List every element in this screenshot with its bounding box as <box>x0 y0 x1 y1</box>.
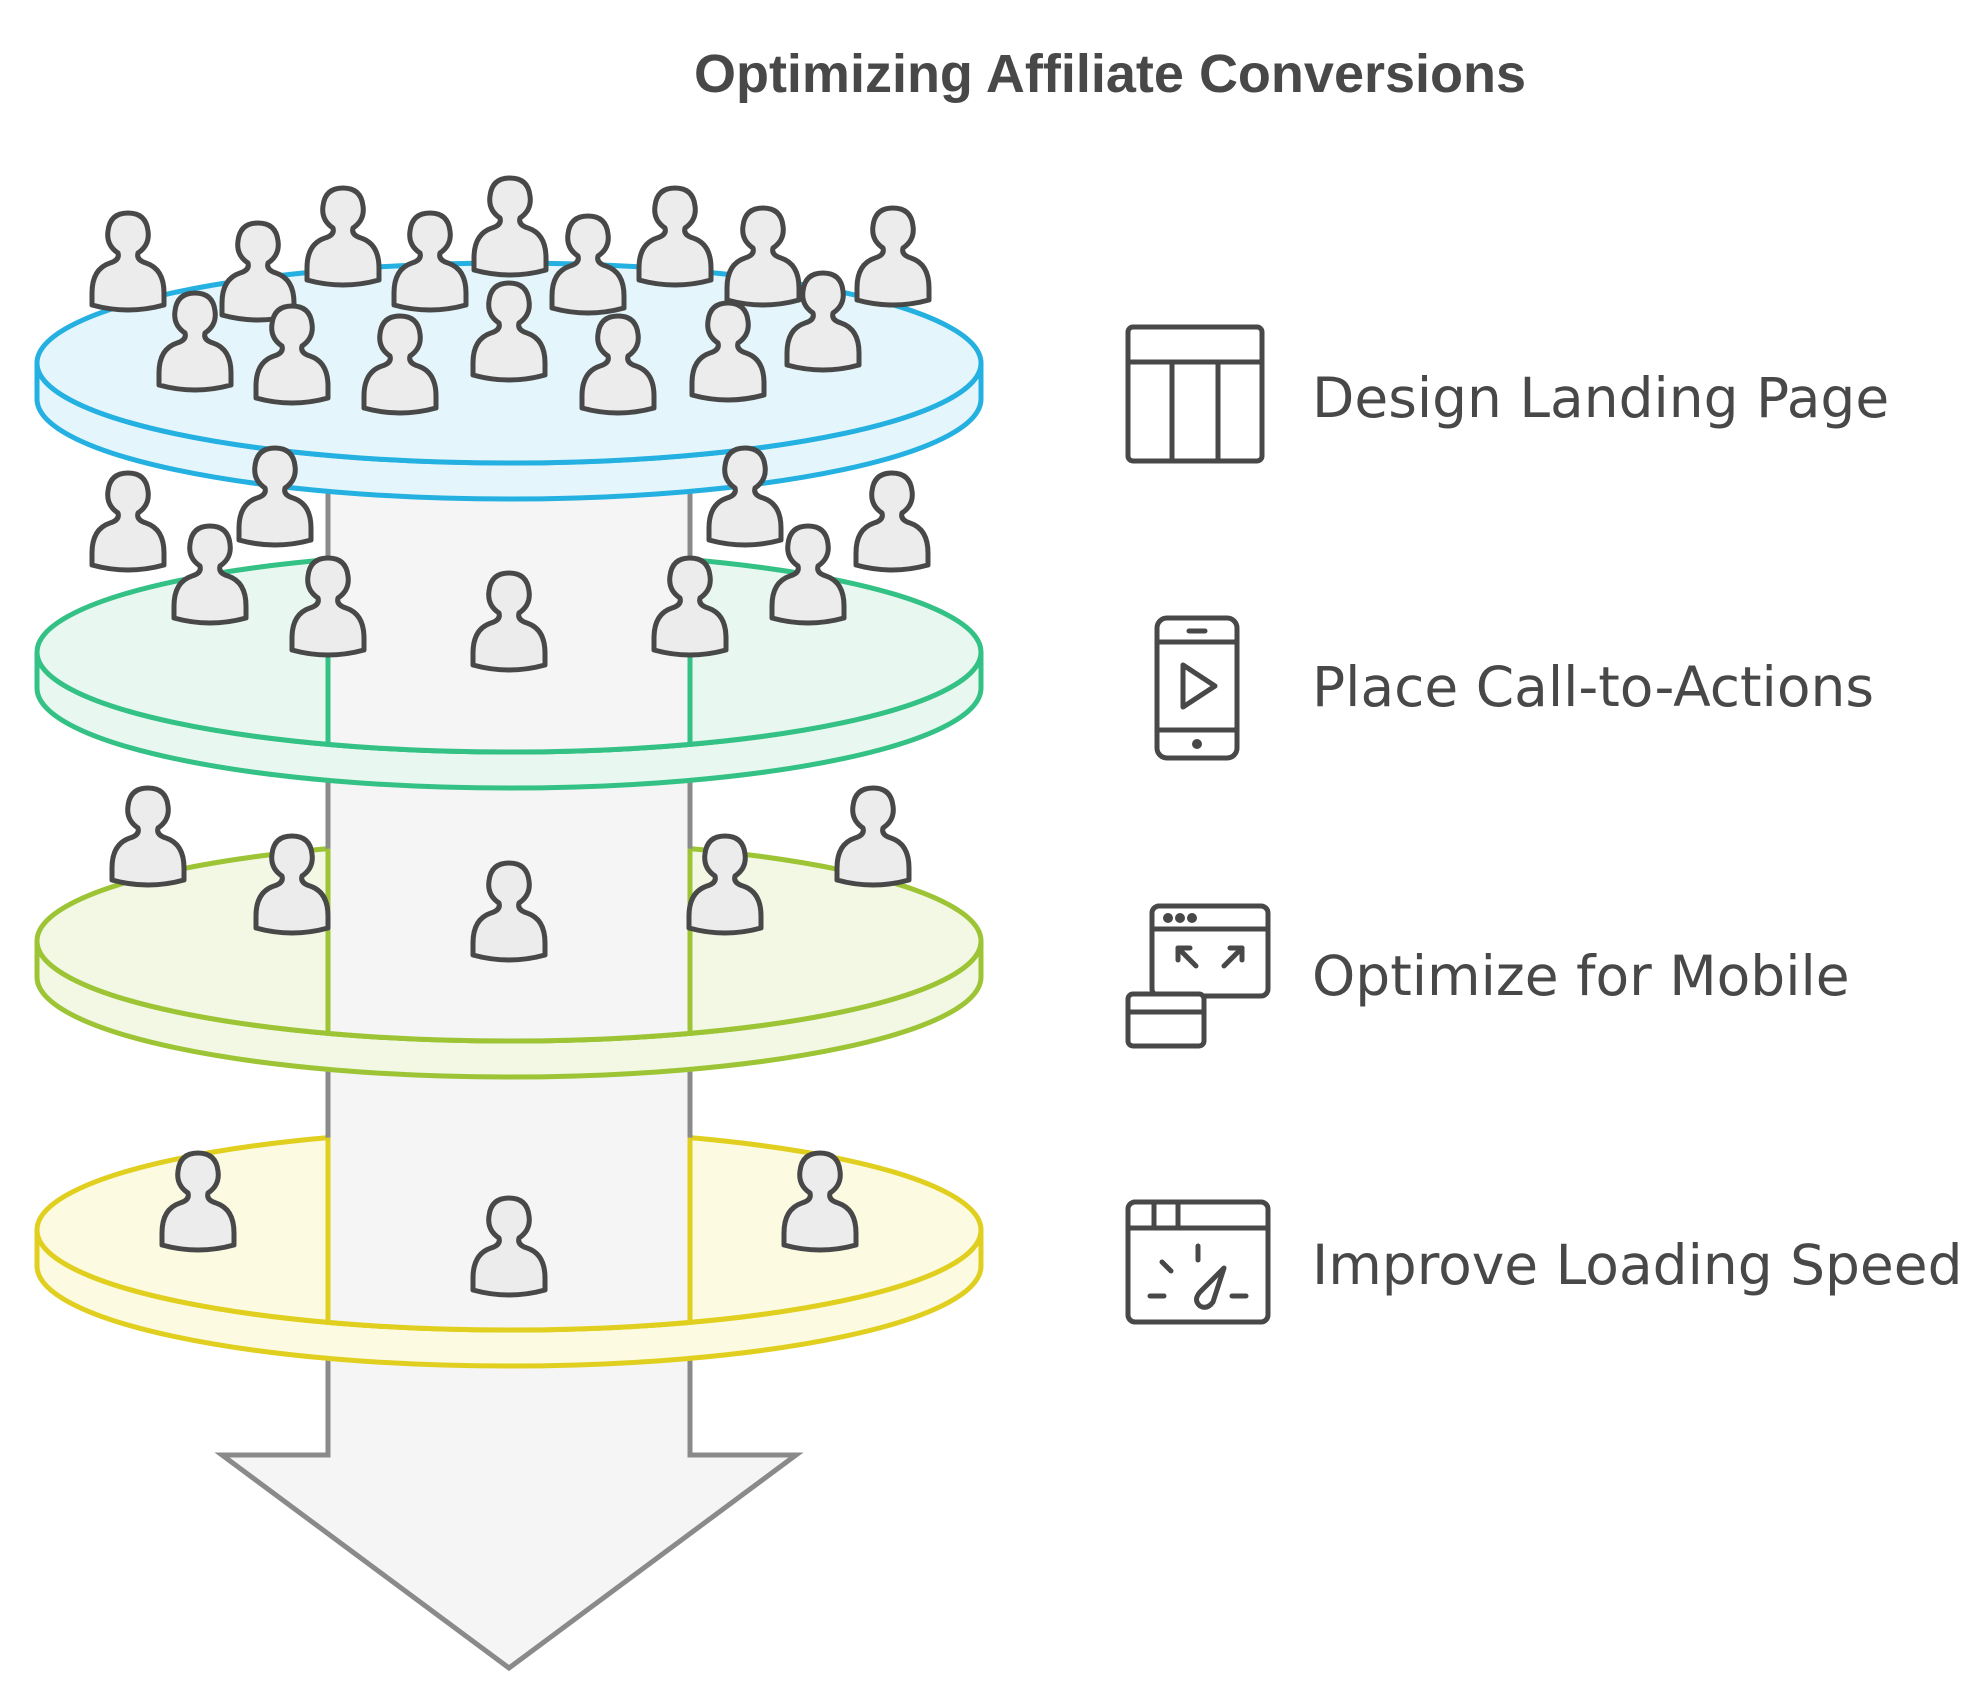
person-icon <box>471 175 549 278</box>
person-icon <box>651 555 729 658</box>
person-icon <box>171 523 249 626</box>
person-icon <box>724 205 802 308</box>
step-improve-loading-speed: Improve Loading Speed <box>1125 1199 1963 1325</box>
step-place-call-to-actions: Place Call-to-Actions <box>1154 615 1874 761</box>
person-icon <box>219 220 297 323</box>
person-icon <box>854 205 932 308</box>
person-icon <box>361 313 439 416</box>
step-label: Improve Loading Speed <box>1312 1233 1963 1297</box>
person-icon <box>686 833 764 936</box>
step-label: Design Landing Page <box>1312 366 1889 430</box>
person-icon <box>289 555 367 658</box>
person-icon <box>781 1150 859 1253</box>
speedometer-browser-icon <box>1125 1199 1271 1325</box>
person-icon <box>470 570 548 673</box>
person-icon <box>689 300 767 403</box>
person-icon <box>579 313 657 416</box>
person-icon <box>236 445 314 548</box>
step-label: Optimize for Mobile <box>1312 944 1850 1008</box>
person-icon <box>304 185 382 288</box>
person-icon <box>549 213 627 316</box>
person-icon <box>470 860 548 963</box>
person-icon <box>89 470 167 573</box>
mobile-video-icon <box>1154 615 1240 761</box>
person-icon <box>784 270 862 373</box>
person-icon <box>391 210 469 313</box>
funnel-layer-rim <box>325 848 693 1044</box>
step-optimize-for-mobile: Optimize for Mobile <box>1125 903 1850 1049</box>
person-icon <box>253 303 331 406</box>
person-icon <box>470 1195 548 1298</box>
person-icon <box>769 523 847 626</box>
person-icon <box>636 185 714 288</box>
step-label: Place Call-to-Actions <box>1312 655 1874 719</box>
person-icon <box>853 470 931 573</box>
person-icon <box>834 785 912 888</box>
person-icon <box>156 290 234 393</box>
funnel-layer-rim <box>325 559 693 755</box>
person-icon <box>89 210 167 313</box>
person-icon <box>706 445 784 548</box>
layout-columns-icon <box>1125 324 1265 464</box>
person-icon <box>109 785 187 888</box>
responsive-screens-icon <box>1125 903 1271 1049</box>
step-design-landing-page: Design Landing Page <box>1125 324 1889 464</box>
funnel <box>34 175 984 1672</box>
page-title: Optimizing Affiliate Conversions <box>694 44 1526 104</box>
person-icon <box>159 1150 237 1253</box>
person-icon <box>253 833 331 936</box>
funnel-layer-rim <box>325 1137 693 1333</box>
person-icon <box>470 280 548 383</box>
